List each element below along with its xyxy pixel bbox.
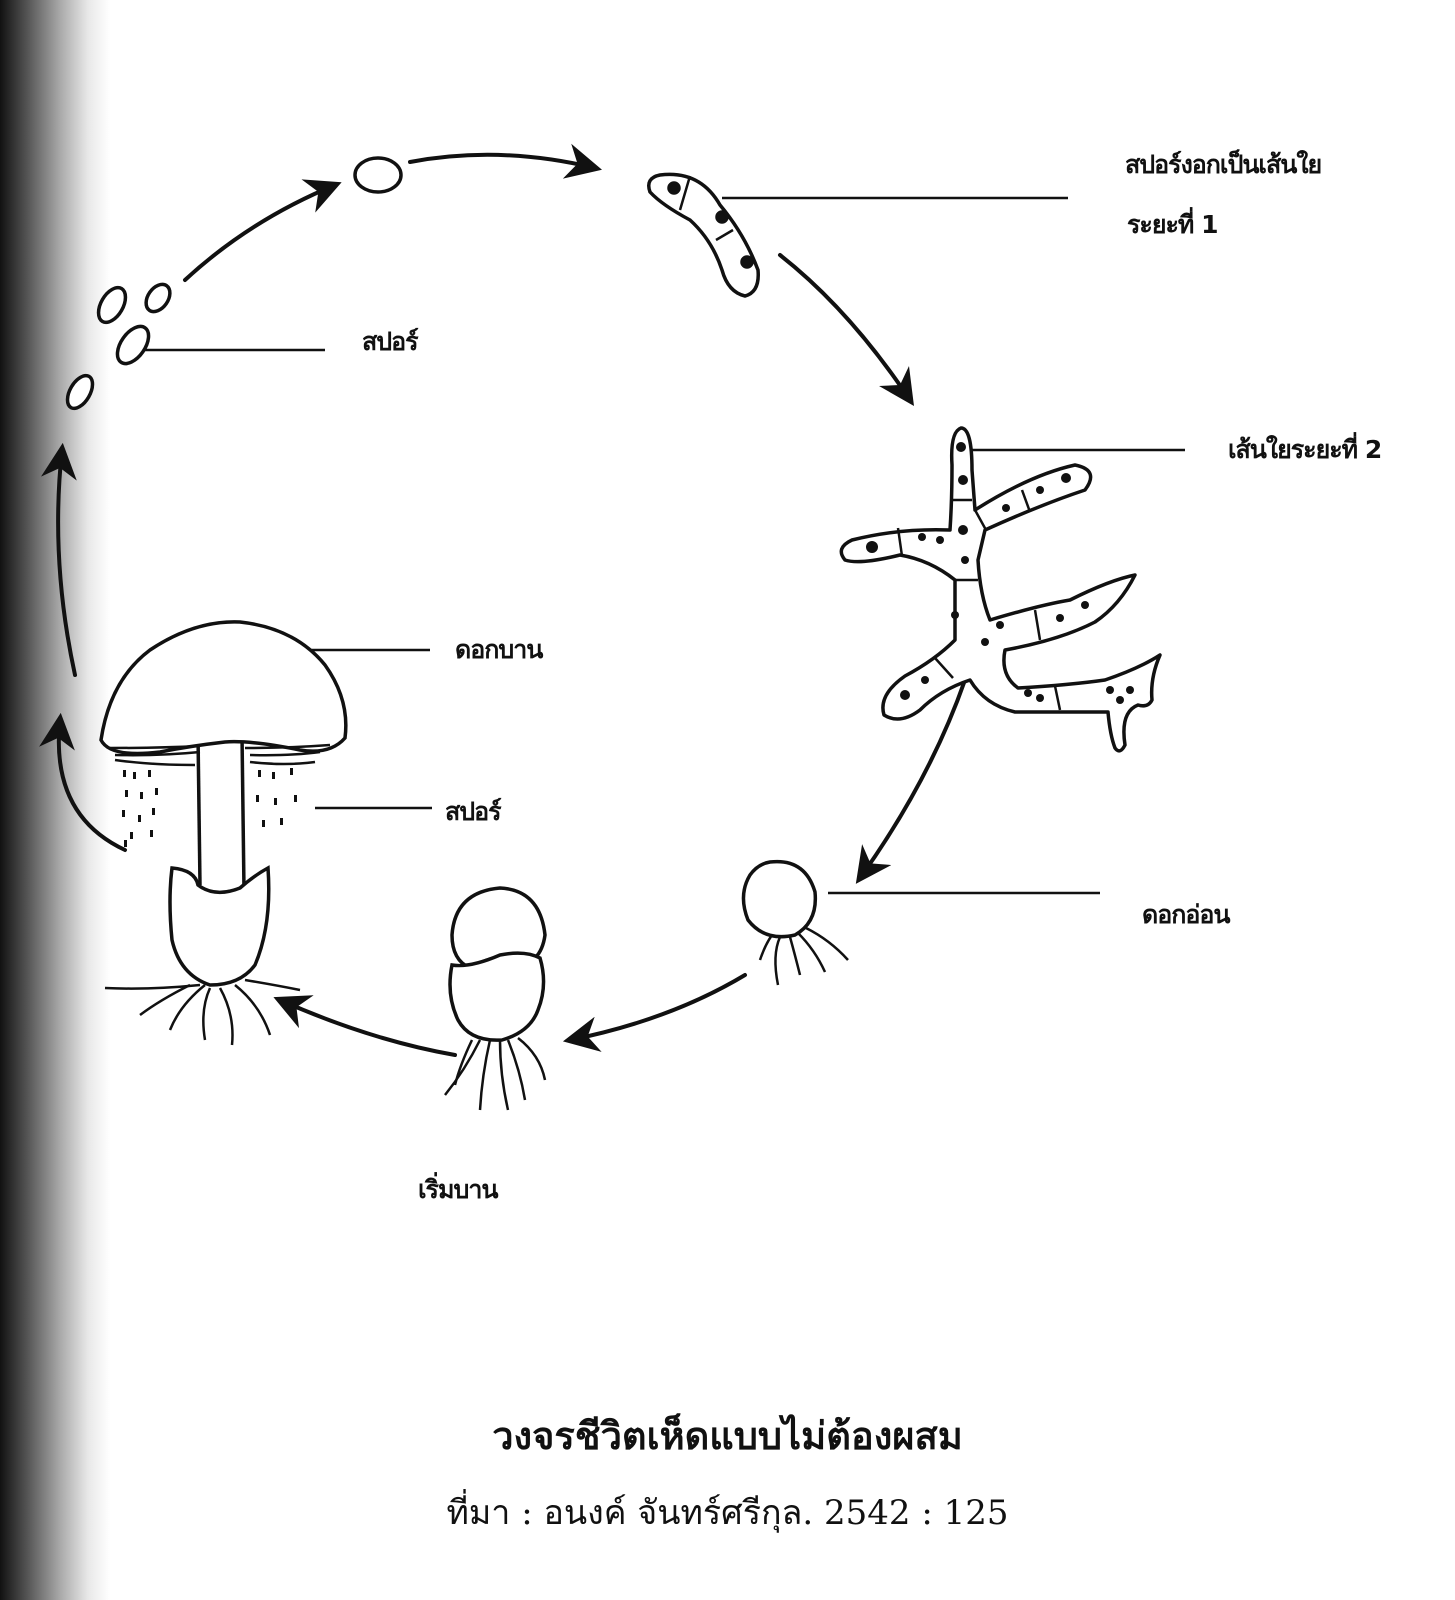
arrow-spores-to-single-spore (183, 179, 342, 282)
germinating-spore-illustration (647, 172, 760, 298)
arrow-hypha-to-young-fruit (855, 678, 967, 884)
label-young-fruit: ดอกอ่อน (1142, 900, 1231, 929)
young-fruit-body-illustration (741, 859, 849, 986)
arrow-spore-to-germination (408, 143, 602, 179)
label-stage-1: ระยะที่ 1 (1127, 210, 1219, 239)
scan-edge-shadow (0, 0, 110, 1600)
mature-mushroom-illustration (99, 620, 348, 1046)
figure-title: วงจรชีวิตเห็ดแบบไม่ต้องผสม (492, 1413, 963, 1458)
branched-hypha-illustration (839, 426, 1162, 753)
arrow-falling-spores-curve (39, 712, 127, 852)
single-spore (353, 156, 403, 194)
spore-cluster (65, 282, 172, 411)
falling-spore-dots (122, 768, 297, 847)
arrow-mature-to-spores (40, 442, 77, 677)
label-mature-cap: ดอกบาน (455, 635, 543, 664)
starting-bloom-illustration (444, 886, 547, 1111)
label-starting-bloom: เริ่มบาน (418, 1175, 498, 1204)
arrow-young-fruit-to-bloom (562, 973, 747, 1052)
arrow-bloom-to-mature (273, 995, 457, 1057)
label-spore-germinate-hypha: สปอร์งอกเป็นเส้นใย (1125, 150, 1322, 179)
figure-source: ที่มา : อนงค์ จันทร์ศรีกุล. 2542 : 125 (446, 1493, 1009, 1533)
label-hypha-stage-2: เส้นใยระยะที่ 2 (1228, 435, 1382, 464)
label-spores: สปอร์ (362, 327, 419, 356)
label-falling-spores: สปอร์ (445, 797, 502, 826)
arrow-germination-to-hypha (778, 253, 914, 406)
